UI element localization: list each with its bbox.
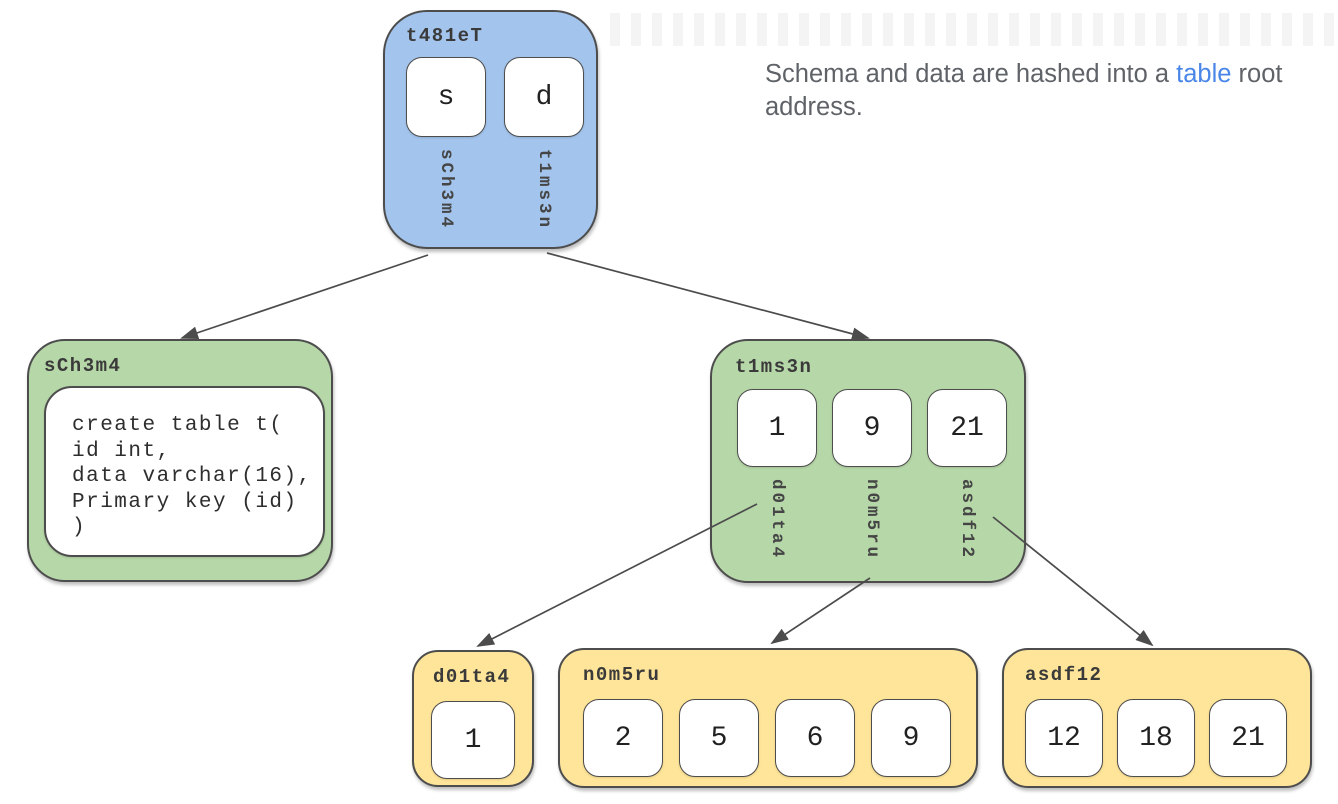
node-title: sCh3m4 — [44, 355, 122, 377]
cell-value: 6 — [806, 722, 824, 754]
cell-row: 1 d01ta4 9 n0m5ru 21 asdf12 — [737, 389, 1024, 560]
caption-link-table[interactable]: table — [1176, 60, 1232, 88]
value-cell: 6 — [775, 699, 855, 777]
sql-code-block: create table t( id int, data varchar(16)… — [44, 386, 325, 557]
value-cell: 2 — [583, 699, 663, 777]
arrow-table-to-n0m5ru — [770, 577, 871, 645]
child-hash-label: asdf12 — [957, 479, 977, 561]
cell-value: 2 — [614, 722, 632, 754]
cell-row: s sCh3m4 d t1ms3n — [406, 57, 596, 230]
node-leaf-n0m5ru: n0m5ru 2 5 6 9 — [558, 648, 978, 788]
key-cell: 1 — [737, 389, 817, 467]
arrow-root-to-table — [546, 252, 870, 341]
node-title: n0m5ru — [583, 664, 661, 686]
cell-value: 9 — [902, 722, 920, 754]
caption-text-after: root address. — [765, 60, 1283, 121]
cell-column: 9 n0m5ru — [832, 389, 912, 560]
cell-value: 18 — [1139, 722, 1173, 754]
cell-value: 1 — [464, 724, 482, 756]
cell-value: 12 — [1047, 722, 1081, 754]
cell-column: 21 asdf12 — [927, 389, 1007, 560]
cell-row: 1 — [431, 701, 532, 779]
cell-value: 21 — [1231, 722, 1265, 754]
child-hash-label: n0m5ru — [862, 479, 882, 561]
node-leaf-d01ta4: d01ta4 1 — [412, 650, 534, 787]
child-hash-label: d01ta4 — [767, 479, 787, 561]
cell-value: 5 — [710, 722, 728, 754]
node-leaf-asdf12: asdf12 12 18 21 — [1002, 648, 1312, 788]
cell-schema-hash: s — [406, 57, 486, 137]
caption: Schema and data are hashed into a table … — [765, 58, 1313, 124]
cell-column: d t1ms3n — [504, 57, 584, 230]
cell-value: 9 — [863, 412, 881, 444]
value-cell: 9 — [871, 699, 951, 777]
cell-column: s sCh3m4 — [406, 57, 486, 230]
cell-value: d — [535, 81, 553, 113]
striped-texture — [610, 13, 1338, 46]
value-cell: 21 — [1209, 699, 1287, 777]
key-cell: 9 — [832, 389, 912, 467]
child-hash-label: sCh3m4 — [436, 149, 456, 231]
child-hash-label: t1ms3n — [534, 149, 554, 231]
value-cell: 1 — [431, 701, 515, 779]
cell-row: 12 18 21 — [1025, 699, 1310, 777]
cell-value: 21 — [950, 412, 984, 444]
node-title: t481eT — [406, 25, 484, 47]
cell-value: 1 — [768, 412, 786, 444]
key-cell: 21 — [927, 389, 1007, 467]
node-root-t481eT: t481eT s sCh3m4 d t1ms3n — [383, 10, 598, 249]
value-cell: 12 — [1025, 699, 1103, 777]
cell-value: s — [437, 81, 455, 113]
caption-text-before: Schema and data are hashed into a — [765, 60, 1177, 88]
value-cell: 5 — [679, 699, 759, 777]
cell-data-hash: d — [504, 57, 584, 137]
node-title: d01ta4 — [433, 666, 511, 688]
node-title: asdf12 — [1025, 664, 1103, 686]
node-schema-sCh3m4: sCh3m4 create table t( id int, data varc… — [27, 339, 333, 582]
arrow-root-to-schema — [180, 254, 429, 340]
value-cell: 18 — [1117, 699, 1195, 777]
node-table-t1ms3n: t1ms3n 1 d01ta4 9 n0m5ru 21 asdf12 — [710, 339, 1026, 583]
cell-row: 2 5 6 9 — [583, 699, 976, 777]
node-title: t1ms3n — [735, 356, 813, 378]
cell-column: 1 d01ta4 — [737, 389, 817, 560]
